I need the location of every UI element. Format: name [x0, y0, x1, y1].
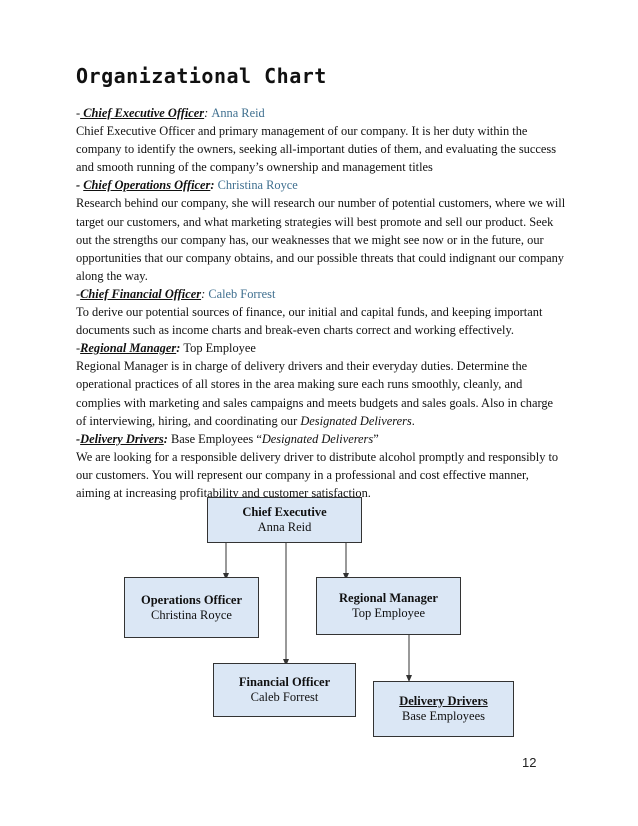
org-operations-title: Operations Officer — [140, 592, 242, 607]
drivers-heading: -Delivery Drivers: Base Employees “Desig… — [76, 430, 566, 448]
coo-prefix: - — [76, 178, 84, 193]
regional-text-end: . — [411, 413, 415, 428]
cfo-colon: : — [201, 286, 209, 301]
coo-heading: - Chief Operations Officer: Christina Ro… — [76, 176, 566, 194]
org-drivers-title: Delivery Drivers — [399, 694, 488, 708]
org-drivers-name: Base Employees — [402, 709, 485, 723]
ceo-name: Anna Reid — [211, 106, 265, 120]
drivers-description: We are looking for a responsible deliver… — [76, 449, 559, 500]
cfo-name: Caleb Forrest — [208, 286, 276, 301]
drivers-role: Delivery Drivers — [80, 431, 164, 446]
ceo-role: Chief Executive Officer — [80, 106, 205, 120]
cfo-heading: -Chief Financial Officer: Caleb Forrest — [76, 285, 566, 303]
org-ceo-name: Anna Reid — [257, 520, 312, 534]
regional-prefix: - — [76, 341, 81, 356]
org-regional-name: Top Employee — [351, 606, 426, 620]
org-box-drivers: Delivery Drivers Base Employees — [373, 681, 514, 737]
coo-name: Christina Royce — [217, 178, 298, 193]
document-body: - Chief Executive Officer: Anna Reid Chi… — [76, 104, 566, 502]
ceo-prefix: - — [76, 106, 81, 120]
org-box-operations: Operations Officer Christina Royce — [124, 577, 259, 638]
page-number: 12 — [522, 755, 537, 770]
cfo-description: To derive our potential sources of finan… — [76, 305, 543, 338]
ceo-heading: - Chief Executive Officer: Anna Reid — [76, 104, 566, 122]
ceo-colon: : — [204, 106, 212, 120]
ceo-description: Chief Executive Officer and primary mana… — [76, 124, 557, 175]
cfo-prefix: - — [76, 286, 81, 301]
org-financial-title: Financial Officer — [238, 675, 331, 689]
coo-description: Research behind our company, she will re… — [76, 196, 566, 283]
page-title: Organizational Chart — [76, 64, 327, 88]
drivers-name-italic: Designated Deliverers — [261, 431, 374, 446]
regional-name: Top Employee — [183, 341, 256, 356]
regional-text-italic: Designated Deliverers — [300, 413, 412, 428]
org-box-regional: Regional Manager Top Employee — [316, 577, 461, 635]
coo-colon: : — [210, 178, 218, 193]
regional-role: Regional Manager — [80, 341, 177, 356]
org-ceo-title: Chief Executive — [242, 505, 327, 519]
regional-description: Regional Manager is in charge of deliver… — [76, 357, 566, 429]
org-regional-title: Regional Manager — [339, 591, 438, 605]
org-box-financial: Financial Officer Caleb Forrest — [213, 663, 356, 717]
coo-role: Chief Operations Officer — [83, 178, 211, 193]
org-financial-name: Caleb Forrest — [250, 690, 319, 704]
drivers-prefix: - — [76, 431, 81, 446]
org-operations-name: Christina Royce — [151, 607, 232, 622]
regional-heading: -Regional Manager: Top Employee — [76, 339, 566, 357]
regional-colon: : — [176, 341, 184, 356]
drivers-name-close: ” — [373, 431, 379, 446]
org-box-ceo: Chief Executive Anna Reid — [207, 497, 362, 543]
cfo-role: Chief Financial Officer — [80, 286, 202, 301]
regional-text: Regional Manager is in charge of deliver… — [76, 359, 554, 428]
drivers-colon: : — [163, 431, 171, 446]
drivers-name: Base Employees “ — [170, 431, 262, 446]
